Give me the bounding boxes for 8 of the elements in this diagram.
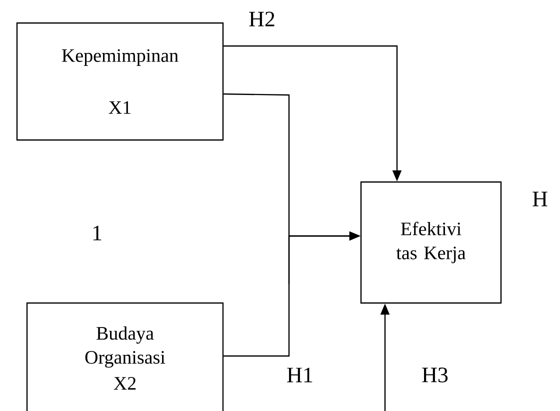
box: Efektivi tas Kerja <box>360 181 502 304</box>
box: Budaya Organisasi X2 <box>26 302 224 411</box>
hypothesis-label: H3 <box>422 368 448 382</box>
hypothesis-label: H <box>532 192 548 206</box>
box: Kepemimpinan X1 <box>16 22 224 141</box>
hypothesis-label: H2 <box>249 12 274 26</box>
hypothesis-label: 1 <box>93 226 102 240</box>
hypothesis-label: H1 <box>287 368 312 382</box>
